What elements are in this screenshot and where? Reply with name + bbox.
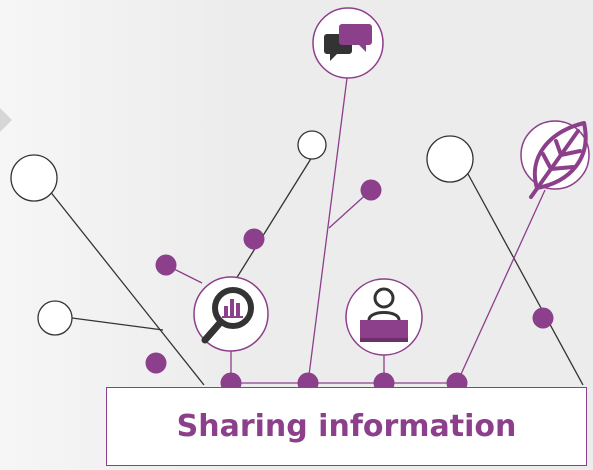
hollow-node-small — [37, 300, 73, 336]
hollow-node-top — [297, 130, 327, 160]
line-right-circle-to-box — [467, 173, 584, 386]
left-edge-arrow — [0, 108, 12, 132]
line-top-circle — [235, 156, 313, 280]
hollow-node-right — [426, 135, 474, 183]
title-text: Sharing information — [176, 409, 517, 444]
dot — [145, 352, 167, 374]
magnifier-bar-chart-icon — [193, 276, 269, 352]
line-leaf-to-box — [456, 189, 546, 384]
line-left-circle-to-box — [48, 189, 205, 386]
person-laptop-icon — [345, 278, 423, 356]
dot — [360, 179, 382, 201]
title-box: Sharing information — [106, 387, 587, 466]
hollow-node-left — [10, 154, 58, 202]
dot — [532, 307, 554, 329]
dot — [155, 254, 177, 276]
purple-dots — [145, 179, 554, 394]
hollow-nodes — [10, 130, 474, 336]
chat-bubbles-icon — [312, 7, 384, 79]
line-chat-to-box — [307, 77, 348, 384]
dot — [243, 228, 265, 250]
line-small-circle — [71, 317, 164, 331]
leaf-icon — [520, 120, 590, 199]
dark-connectors — [48, 156, 584, 386]
